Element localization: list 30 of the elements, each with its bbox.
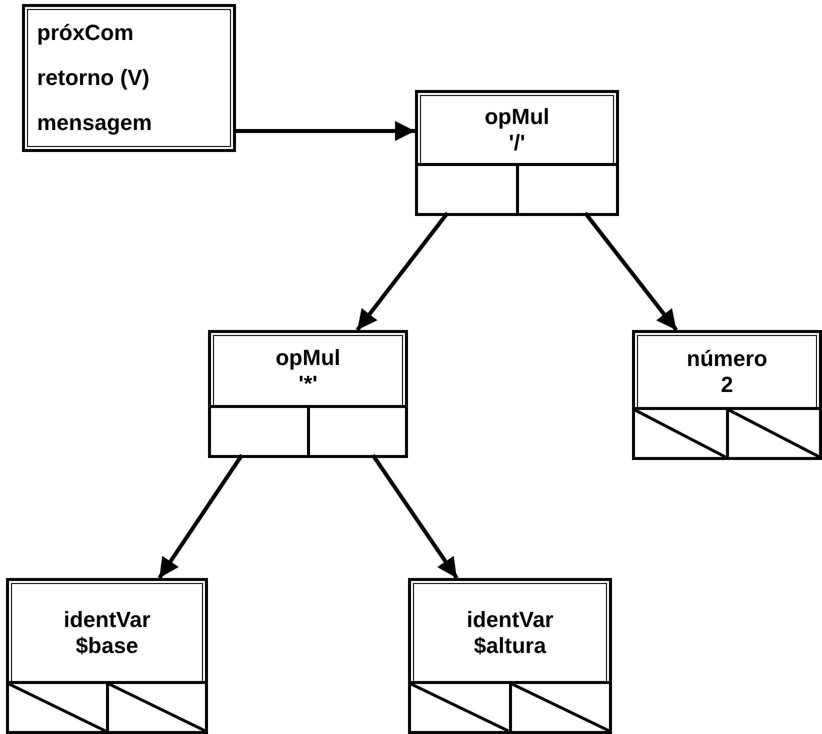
pointer-cell [306,405,405,455]
field-label: mensagem [37,110,153,136]
node-type-label: opMul [484,104,550,130]
null-pointer-cell [635,407,726,457]
pointer-cell [516,163,616,213]
null-pointer-cell [508,681,609,731]
node-box [415,90,619,216]
node-box [408,578,612,734]
node-type-label: número [686,346,768,372]
null-pointer-cell [106,681,205,731]
node-value-label: $altura [474,633,546,659]
node-type-label: identVar [466,607,554,633]
field-label: próxCom [37,20,135,46]
null-pointer-cell [9,681,106,731]
node-value-label: 2 [720,372,734,398]
null-pointer-cell [726,407,819,457]
pointer-cell [418,163,516,213]
record-box [22,4,236,152]
field-label: retorno (V) [37,64,150,91]
node-type-label: opMul [276,345,340,371]
node-value-label: '/' [508,130,526,156]
node-box [632,330,822,460]
arrow [236,121,415,141]
null-pointer-cell [411,681,508,731]
node-type-label: identVar [64,607,150,633]
node-value-label: $base [76,633,138,659]
node-box [208,330,408,458]
pointer-cell [211,405,306,455]
node-value-label: '*' [298,371,318,397]
node-box [6,578,208,734]
